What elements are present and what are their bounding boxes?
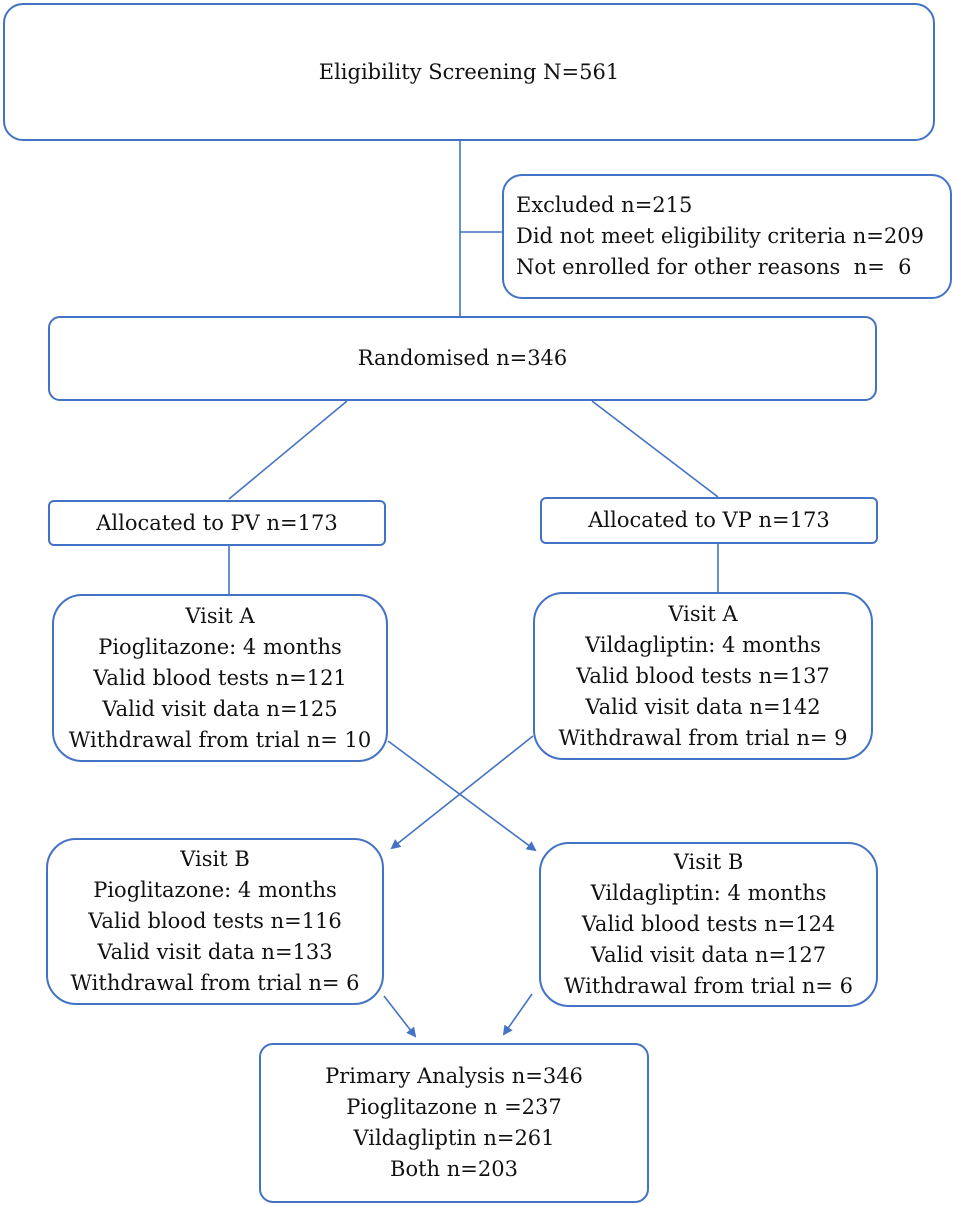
allocated-vp-label: Allocated to VP n=173 — [588, 508, 830, 532]
visit-b-vp-blood-tests: Valid blood tests n=124 — [581, 912, 836, 936]
line-randomised-to-pv — [228, 400, 348, 500]
visit-a-vp-visit-data: Valid visit data n=142 — [585, 694, 821, 719]
allocated-pv-box: Allocated to PV n=173 — [48, 500, 386, 546]
visit-b-pv-drug: Pioglitazone: 4 months — [93, 878, 337, 902]
visit-b-pv-box: Visit B Pioglitazone: 4 months Valid blo… — [46, 838, 384, 1005]
allocated-pv-label: Allocated to PV n=173 — [96, 510, 338, 535]
excluded-other-reasons: Not enrolled for other reasons n= 6 — [516, 255, 912, 279]
visit-a-pv-title: Visit A — [185, 603, 255, 628]
primary-analysis-total: Primary Analysis n=346 — [325, 1064, 583, 1088]
visit-a-pv-box: Visit A Pioglitazone: 4 months Valid blo… — [52, 594, 388, 762]
visit-b-pv-blood-tests: Valid blood tests n=116 — [88, 909, 342, 933]
visit-a-pv-visit-data: Valid visit data n=125 — [102, 696, 338, 721]
arrow-visit-b-pv-to-primary — [383, 995, 417, 1038]
primary-analysis-pioglitazone: Pioglitazone n =237 — [346, 1095, 562, 1119]
visit-a-vp-blood-tests: Valid blood tests n=137 — [576, 663, 830, 688]
primary-analysis-box: Primary Analysis n=346 Pioglitazone n =2… — [259, 1043, 649, 1203]
visit-a-vp-drug: Vildagliptin: 4 months — [585, 632, 821, 657]
eligibility-screening-label: Eligibility Screening N=561 — [318, 59, 620, 84]
arrow-visit-a-vp-to-visit-b-pv — [390, 735, 534, 850]
randomised-label: Randomised n=346 — [357, 346, 568, 370]
visit-a-vp-title: Visit A — [668, 601, 738, 626]
excluded-total: Excluded n=215 — [516, 193, 693, 217]
visit-b-pv-withdrawal: Withdrawal from trial n= 6 — [70, 971, 360, 995]
line-randomised-to-vp — [591, 400, 719, 498]
visit-b-vp-drug: Vildagliptin: 4 months — [590, 881, 827, 905]
visit-a-vp-withdrawal: Withdrawal from trial n= 9 — [558, 725, 848, 750]
primary-analysis-both: Both n=203 — [390, 1157, 518, 1181]
visit-b-vp-visit-data: Valid visit data n=127 — [590, 943, 827, 967]
visit-b-pv-visit-data: Valid visit data n=133 — [97, 940, 333, 964]
randomised-box: Randomised n=346 — [48, 316, 877, 401]
visit-a-pv-blood-tests: Valid blood tests n=121 — [93, 665, 347, 690]
visit-b-vp-withdrawal: Withdrawal from trial n= 6 — [563, 974, 854, 998]
excluded-box: Excluded n=215 Did not meet eligibility … — [502, 174, 952, 299]
arrow-visit-a-pv-to-visit-b-vp — [387, 740, 537, 852]
visit-b-pv-title: Visit B — [180, 847, 250, 871]
visit-a-pv-drug: Pioglitazone: 4 months — [98, 634, 342, 659]
primary-analysis-vildagliptin: Vildagliptin n=261 — [353, 1126, 555, 1150]
allocated-vp-box: Allocated to VP n=173 — [540, 497, 878, 544]
arrow-visit-b-vp-to-primary — [502, 993, 533, 1036]
visit-b-vp-title: Visit B — [673, 850, 744, 874]
eligibility-screening-box: Eligibility Screening N=561 — [3, 3, 935, 141]
visit-a-vp-box: Visit A Vildagliptin: 4 months Valid blo… — [533, 592, 873, 760]
excluded-eligibility: Did not meet eligibility criteria n=209 — [516, 224, 924, 248]
visit-a-pv-withdrawal: Withdrawal from trial n= 10 — [68, 727, 372, 752]
visit-b-vp-box: Visit B Vildagliptin: 4 months Valid blo… — [539, 842, 878, 1007]
